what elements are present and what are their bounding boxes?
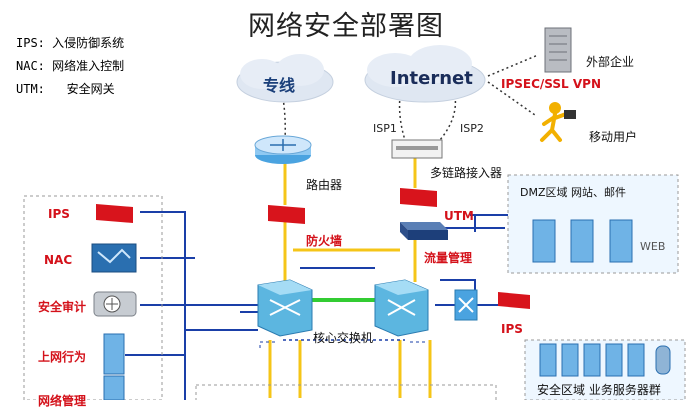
internet-label: Internet (390, 68, 473, 89)
nac-device-shape (91, 243, 137, 273)
left-nac-label: NAC (44, 253, 73, 267)
mobile-user-shape (540, 102, 576, 142)
router-shape (254, 135, 312, 164)
mobile-user-label: 移动用户 (589, 130, 638, 144)
isp2-link (439, 95, 457, 141)
bottom-zone-border (195, 384, 497, 400)
ips-right-label: IPS (501, 322, 523, 336)
firewall-label: 防火墙 (306, 234, 343, 248)
left-zone-border (23, 195, 163, 400)
left-behavior-label: 上网行为 (38, 350, 87, 364)
connection-lines (23, 27, 686, 400)
access-switch (454, 289, 478, 321)
secure-servers (539, 343, 671, 377)
multilink-device-shape (391, 139, 443, 159)
utm-label: UTM (444, 209, 474, 223)
isp2-label: ISP2 (460, 122, 484, 135)
lower-yellow-links (268, 340, 432, 398)
secure-zone-label: 安全区域 业务服务器群 (537, 383, 661, 397)
leased-line-label: 专线 (263, 76, 296, 95)
legend-nac: NAC: 网络准入控制 (16, 59, 125, 73)
left-audit-label: 安全审计 (38, 300, 87, 314)
dmz-servers (532, 219, 633, 263)
traffic-mgmt-label: 流量管理 (424, 251, 473, 265)
leased-line-cloud-shape (236, 54, 334, 103)
web-label: WEB (640, 240, 666, 253)
dmz-zone-label: DMZ区域 网站、邮件 (520, 186, 626, 199)
left-ips-label: IPS (48, 207, 70, 221)
core-switch-label: 核心交换机 (313, 331, 374, 345)
traffic-mgmt-shape (400, 222, 448, 240)
router-label: 路由器 (306, 178, 343, 192)
legend-ips: IPS: 入侵防御系统 (16, 36, 125, 50)
audit-device-shape (93, 291, 137, 317)
leased-line-link (282, 97, 286, 141)
legend-utm: UTM: 安全网关 (16, 82, 115, 96)
vpn-link-company (487, 54, 539, 77)
isp1-link (398, 95, 406, 141)
page-title: 网络安全部署图 (248, 11, 444, 42)
blue-links (125, 211, 510, 400)
behavior-server-shape (103, 333, 125, 400)
internet-cloud-shape (364, 45, 486, 103)
external-company-shape (544, 27, 572, 73)
multilink-label: 多链路接入器 (430, 166, 503, 180)
left-netmgmt-label: 网络管理 (38, 394, 87, 408)
core-switch-right (374, 279, 429, 337)
vpn-label: IPSEC/SSL VPN (501, 77, 601, 91)
external-company-label: 外部企业 (586, 55, 635, 69)
core-switch-left (257, 279, 313, 337)
core-dashed-frame (259, 341, 425, 348)
firewall-shapes (96, 188, 530, 309)
isp1-label: ISP1 (373, 122, 397, 135)
